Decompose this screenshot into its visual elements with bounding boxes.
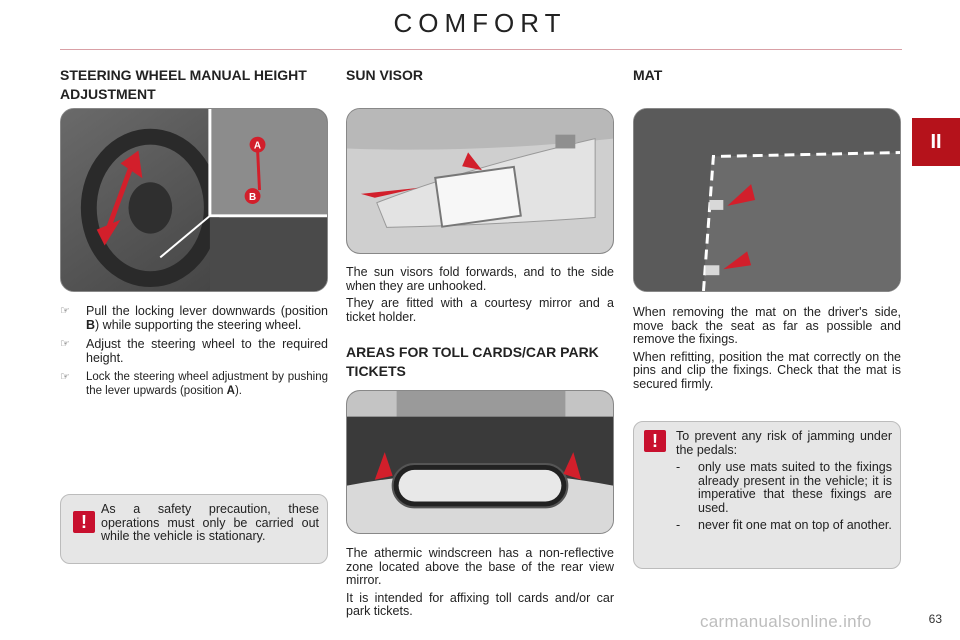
sun-visor-heading: SUN VISOR (346, 67, 424, 83)
safety-warning-box: ! As a safety precaution, these operatio… (60, 494, 328, 564)
page-number: 63 (928, 612, 942, 626)
step-3: ☞ Lock the steering wheel adjustment by … (60, 371, 328, 397)
steering-heading: STEERING WHEEL MANUAL HEIGHT ADJUSTMENT (60, 67, 307, 102)
warning-icon: ! (644, 430, 666, 452)
steering-steps: ☞ Pull the locking lever downwards (posi… (60, 304, 328, 404)
mat-photo (633, 108, 901, 292)
mat-heading: MAT (633, 67, 663, 83)
step-2: ☞ Adjust the steering wheel to the requi… (60, 337, 328, 365)
safety-warning-text: As a safety precaution, these operations… (101, 502, 319, 543)
page-title: COMFORT (393, 8, 567, 38)
mat-warning-list: - only use mats suited to the fixings al… (676, 460, 892, 533)
hand-pointer-icon: ☞ (60, 338, 70, 350)
sun-visor-para-2: They are fitted with a courtesy mirror a… (346, 296, 614, 324)
sun-visor-text: The sun visors fold forwards, and to the… (346, 265, 614, 328)
step-1: ☞ Pull the locking lever downwards (posi… (60, 304, 328, 332)
mat-warning-item-2: - never fit one mat on top of another. (676, 518, 892, 532)
hand-pointer-icon: ☞ (60, 371, 70, 383)
mat-warning-intro: To prevent any risk of jamming under the… (676, 429, 892, 457)
hand-pointer-icon: ☞ (60, 305, 70, 317)
toll-cards-para-2: It is intended for affixing toll cards a… (346, 590, 614, 618)
title-rule (60, 49, 902, 50)
toll-cards-para-1: The athermic windscreen has a non-reflec… (346, 546, 614, 587)
mat-para-2: When refitting, position the mat correct… (633, 349, 901, 391)
label-b: B (249, 192, 256, 203)
chapter-tab[interactable]: II (912, 118, 960, 166)
mat-para-1: When removing the mat on the driver's si… (633, 305, 901, 346)
steering-photo: A B (60, 108, 328, 292)
watermark: carmanualsonline.info (700, 612, 872, 631)
mat-warning-box: ! To prevent any risk of jamming under t… (633, 421, 901, 569)
sun-visor-para-1: The sun visors fold forwards, and to the… (346, 265, 614, 293)
mat-text: When removing the mat on the driver's si… (633, 305, 901, 395)
toll-cards-photo (346, 390, 614, 534)
sun-visor-photo (346, 108, 614, 254)
toll-cards-heading: AREAS FOR TOLL CARDS/CAR PARK TICKETS (346, 344, 599, 379)
label-a: A (254, 141, 261, 152)
toll-cards-text: The athermic windscreen has a non-reflec… (346, 546, 614, 623)
mat-warning-item-1: - only use mats suited to the fixings al… (676, 460, 892, 515)
mat-warning-content: To prevent any risk of jamming under the… (676, 429, 892, 533)
warning-icon: ! (73, 511, 95, 533)
